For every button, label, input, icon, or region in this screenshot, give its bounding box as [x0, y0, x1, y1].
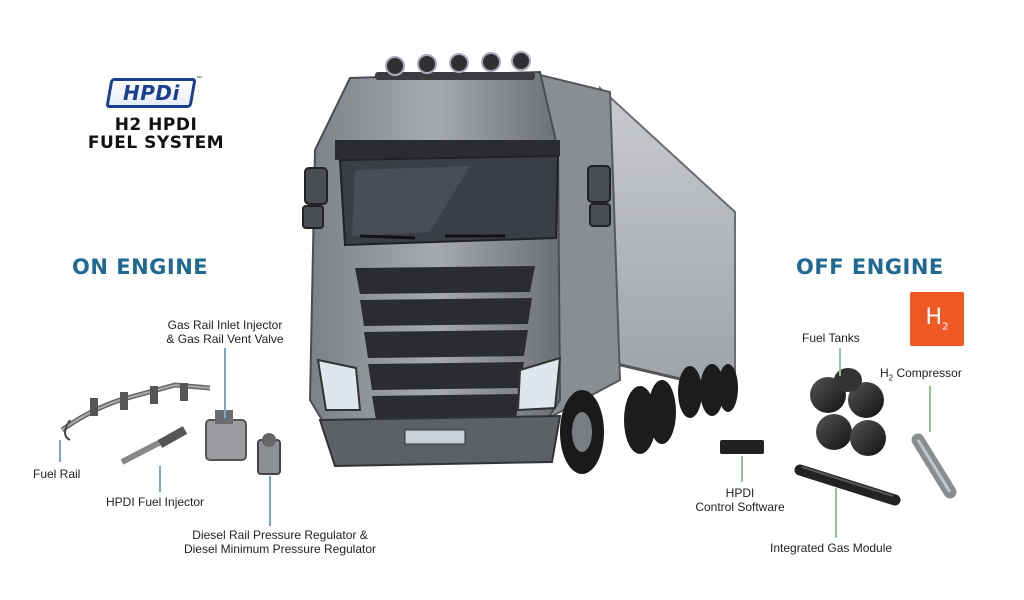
system-title-line1: H2 HPDI: [114, 115, 198, 135]
compressor-part: [911, 433, 957, 499]
label-gas-module: Integrated Gas Module: [770, 541, 893, 555]
label-gas-rail-injector: Gas Rail Inlet Injector & Gas Rail Vent …: [150, 318, 300, 346]
on-engine-heading: ON ENGINE: [72, 255, 209, 279]
h2-badge-subscript: 2: [942, 321, 949, 333]
right-mirror: [587, 165, 611, 203]
gas-rail-injector-part: [205, 410, 247, 461]
gas-module-part: [794, 464, 901, 506]
right-headlight: [516, 356, 562, 412]
system-title-line2: FUEL SYSTEM: [87, 133, 225, 153]
label-diesel-line1: Diesel Rail Pressure Regulator &: [192, 528, 368, 542]
label-fuel-rail: Fuel Rail: [33, 467, 81, 481]
sun-visor: [335, 140, 560, 160]
control-module-part: [720, 440, 764, 454]
hpdi-logo-text: HPDi: [122, 81, 180, 105]
cab-rear-wheel: [648, 380, 676, 444]
h2-badge-letter: H: [925, 305, 943, 331]
label-fuel-injector: HPDI Fuel Injector: [106, 495, 205, 509]
trailer-wheel: [718, 364, 738, 412]
label-gas-rail-line2: & Gas Rail Vent Valve: [166, 332, 284, 346]
label-control-software: HPDI Control Software: [680, 486, 800, 514]
h2-badge: H2: [910, 292, 964, 346]
label-fuel-tanks: Fuel Tanks: [802, 331, 860, 345]
fuel-injector-part: [120, 426, 188, 465]
fuel-tanks-part: [810, 368, 886, 456]
label-h2-compressor-text: Compressor: [893, 366, 962, 380]
truck-image: [302, 51, 738, 474]
label-h2-compressor: H2 Compressor: [880, 366, 962, 385]
label-gas-rail-line1: Gas Rail Inlet Injector: [167, 318, 283, 332]
roof-lights: [385, 51, 531, 76]
system-title: H2 HPDI FUEL SYSTEM: [66, 116, 246, 152]
label-diesel-regulators: Diesel Rail Pressure Regulator & Diesel …: [165, 528, 395, 556]
trailer-wheel: [678, 366, 702, 418]
label-h2-compressor-h: H: [880, 366, 889, 380]
cab-rear-wheel: [624, 386, 656, 454]
trailer-wheel: [700, 364, 724, 416]
trailer-body: [599, 85, 736, 394]
off-engine-heading: OFF ENGINE: [796, 255, 944, 279]
label-h2-compressor-sub: 2: [888, 373, 894, 383]
front-grille: [355, 266, 535, 420]
pressure-regulator-part: [257, 433, 281, 475]
left-headlight: [316, 358, 362, 411]
license-plate: [404, 429, 466, 445]
label-control-line2: Control Software: [695, 500, 785, 514]
fuel-rail-part: [60, 382, 211, 441]
roof-light-bar: [375, 72, 535, 80]
trademark-mark: ™: [196, 76, 202, 82]
label-diesel-line2: Diesel Minimum Pressure Regulator: [183, 542, 377, 556]
hpdi-logo: HPDi: [105, 78, 197, 108]
label-control-line1: HPDI: [725, 486, 755, 500]
left-mirror: [304, 167, 328, 205]
